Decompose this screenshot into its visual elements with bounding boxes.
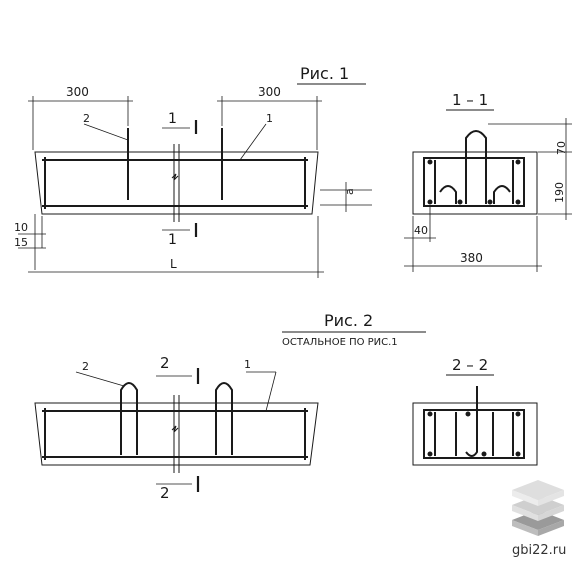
fig1-dim-left: 300 (66, 85, 89, 99)
fig2-title: Рис. 2 (324, 311, 373, 330)
fig1-title: Рис. 1 (300, 64, 349, 83)
sec22-stirrup (423, 409, 525, 459)
sec22-lifting-loop (465, 386, 478, 457)
logo-icon (512, 480, 564, 536)
sec22-title: 2 – 2 (452, 356, 488, 374)
fig1-dim-10: 10 (14, 221, 28, 234)
fig2-subtitle: ОСТАЛЬНОЕ ПО РИС.1 (282, 337, 398, 348)
fig1-section-bottom: 1 (168, 232, 177, 248)
sec11-dim-70: 70 (555, 141, 568, 155)
fig2-section-bottom: 2 (160, 484, 170, 502)
fig2-loop-left (120, 382, 138, 455)
section-2-2: 2 – 2 (412, 356, 538, 466)
sec11-dim-190: 190 (553, 182, 566, 203)
figure-1: Рис. 1 300 300 2 1 1 1 (14, 64, 372, 278)
watermark: gbi22.ru (512, 480, 566, 558)
sec22-outline (412, 402, 538, 466)
fig1-beam-outline (34, 151, 319, 215)
sec11-outline (412, 151, 538, 215)
sec11-title: 1 – 1 (452, 91, 488, 109)
fig2-beam-outline (34, 402, 319, 466)
sec11-lifting-loop (465, 130, 487, 204)
watermark-text: gbi22.ru (512, 543, 566, 558)
sec11-stirrup (423, 157, 525, 207)
section-1-1: 1 – 1 70 190 40 380 (404, 91, 572, 272)
fig1-dim-L: L (170, 257, 177, 271)
fig1-dim-right: 300 (258, 85, 281, 99)
figure-2: Рис. 2 ОСТАЛЬНОЕ ПО РИС.1 2 1 2 2 (34, 311, 426, 502)
sec11-dim-40: 40 (414, 224, 428, 237)
fig2-section-top: 2 (160, 354, 170, 372)
fig2-callout-1: 1 (244, 358, 251, 371)
fig2-loop-right (215, 382, 233, 455)
sec11-dim-380: 380 (460, 251, 483, 265)
fig1-dim-15: 15 (14, 236, 28, 249)
fig1-dim-a: a (343, 188, 356, 195)
fig2-callout-2: 2 (82, 360, 89, 373)
fig1-section-top: 1 (168, 111, 177, 127)
fig1-callout-1: 1 (266, 112, 273, 125)
fig1-callout-2: 2 (83, 112, 90, 125)
